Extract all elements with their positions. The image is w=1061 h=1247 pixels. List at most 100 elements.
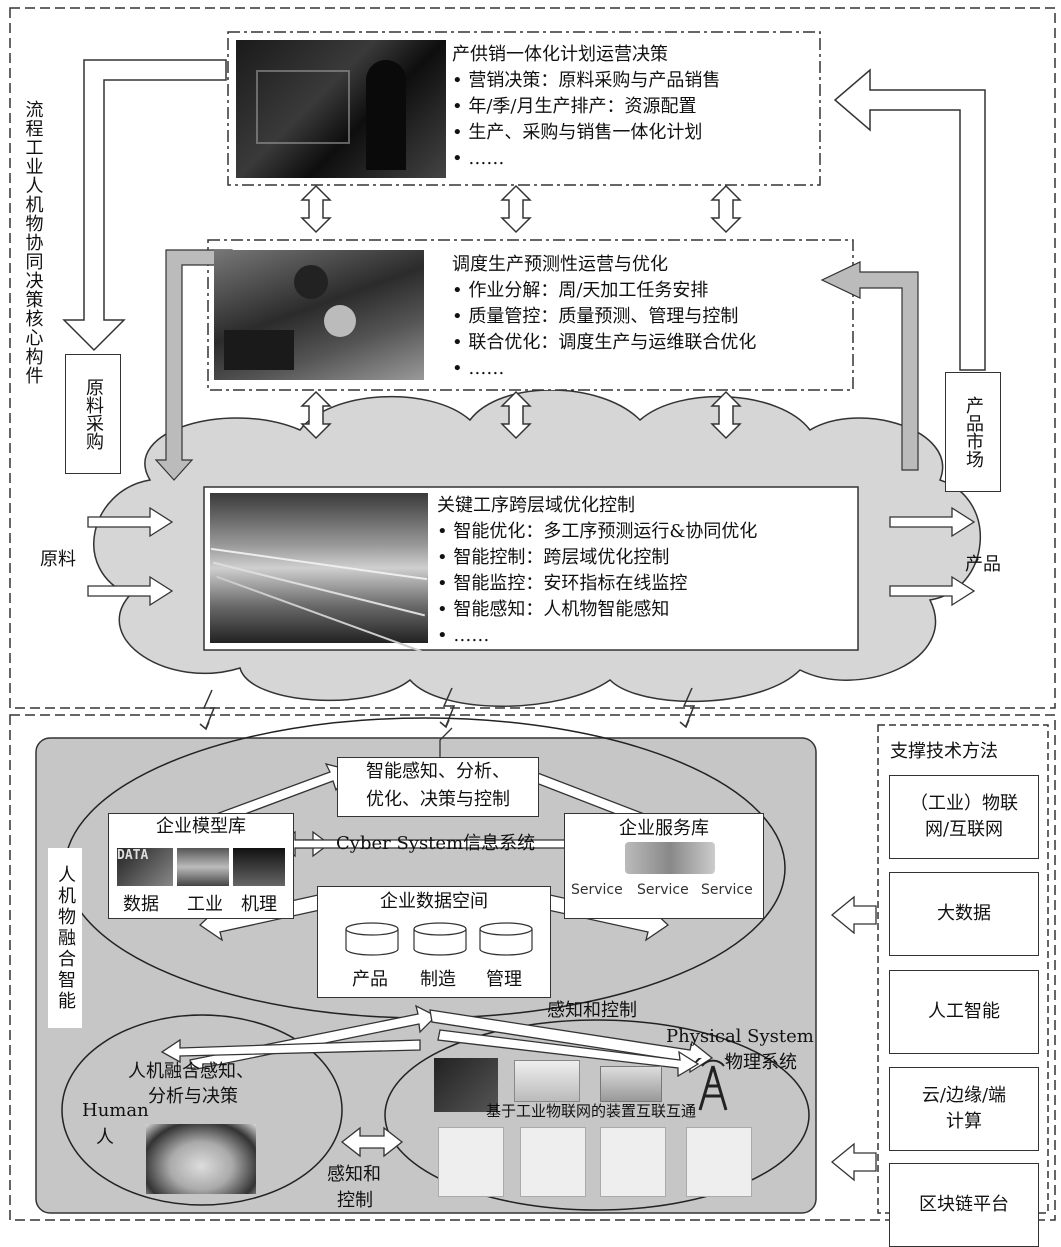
product-output-arrows — [889, 506, 976, 607]
tech-item-line: 区块链平台 — [919, 1194, 1009, 1215]
human-cn-label: 人 — [96, 1127, 114, 1148]
sense-control-label-1: 感知和控制 — [547, 1000, 637, 1021]
data-space-item: 产品 — [352, 969, 388, 990]
plan-box-title: 产供销一体化计划运营决策 — [452, 44, 668, 65]
top-panel-frame — [9, 7, 1056, 709]
database-icons — [345, 922, 533, 956]
lightning-icons — [199, 687, 696, 731]
sense-control-label-2b: 控制 — [337, 1190, 373, 1211]
service-item: Service — [701, 882, 753, 898]
physical-ellipse — [384, 1019, 810, 1211]
data-space-item: 管理 — [486, 969, 522, 990]
schedule-box-line: • 作业分解：周/天加工任务安排 — [452, 280, 709, 301]
updown-arrows-1 — [300, 184, 742, 234]
product-label: 产品 — [965, 554, 1001, 575]
iot-board-image — [434, 1058, 498, 1112]
tech-item-line: 计算 — [946, 1111, 982, 1132]
service-figures-image — [625, 842, 715, 874]
tech-item-iot: （工业）物联 网/互联网 — [889, 775, 1039, 859]
data-space-box: 企业数据空间 产品 制造 管理 — [317, 886, 551, 998]
raw-material-label: 原料 — [40, 549, 76, 570]
model-lib-box: 企业模型库 DATA 数据 工业 机理 — [108, 813, 294, 919]
model-lib-title: 企业模型库 — [156, 816, 246, 837]
schedule-box-line: • 质量管控：质量预测、管理与控制 — [452, 306, 739, 327]
device-drawing-2 — [520, 1127, 586, 1197]
tech-arrows — [830, 895, 877, 1182]
antenna-icon — [695, 1058, 731, 1111]
control-box-text: 关键工序跨层域优化控制 • 智能优化：多工序预测运行&协同优化 • 智能控制：跨… — [437, 493, 757, 649]
human-fusion-line1: 人机融合感知、 — [128, 1061, 254, 1082]
device-drawing-3 — [600, 1127, 666, 1197]
updown-arrows-2 — [300, 390, 742, 440]
product-market-label: 产品市场 — [963, 396, 984, 468]
control-photo — [210, 493, 428, 653]
smart-link-line — [439, 727, 453, 758]
control-box-line: • 智能优化：多工序预测运行&协同优化 — [437, 521, 758, 542]
grey-arrow-right — [820, 261, 919, 471]
control-box-line: • 智能控制：跨层域优化控制 — [437, 547, 670, 568]
grey-arrow-left — [154, 249, 233, 481]
product-market-box: 产品市场 — [945, 372, 1001, 492]
bottom-panel-frame — [9, 714, 1056, 1221]
physical-label-en: Physical System — [666, 1026, 814, 1047]
device-drawing-1 — [438, 1127, 504, 1197]
tech-item-line: （工业）物联 — [910, 793, 1018, 814]
industry-image — [177, 848, 229, 886]
gateway-image — [600, 1066, 662, 1102]
model-item: 机理 — [241, 894, 277, 915]
schedule-box-title: 调度生产预测性运营与优化 — [452, 254, 668, 275]
tech-item-line: 大数据 — [937, 903, 991, 924]
sense-control-label-2a: 感知和 — [327, 1164, 381, 1185]
tech-panel-title: 支撑技术方法 — [890, 741, 998, 762]
human-physical-arrow — [340, 1126, 404, 1158]
data-image-text: DATA — [117, 848, 149, 863]
human-fusion-line2: 分析与决策 — [148, 1086, 238, 1107]
side-title-top: 流程工业人机物协同决策核心构件 — [22, 100, 44, 390]
schedule-box-text: 调度生产预测性运营与优化 • 作业分解：周/天加工任务安排 • 质量管控：质量预… — [452, 252, 756, 382]
tech-item-line: 人工智能 — [928, 1001, 1000, 1022]
plan-box-line: • 营销决策：原料采购与产品销售 — [452, 70, 721, 91]
raw-purchase-label: 原料采购 — [83, 378, 104, 450]
data-space-title: 企业数据空间 — [380, 891, 488, 912]
fusion-side-title-box: 人机物融合智能 — [48, 848, 82, 1028]
sense-control-arrows — [160, 1004, 714, 1078]
smart-box: 智能感知、分析、 优化、决策与控制 — [337, 757, 539, 817]
tech-item-ai: 人工智能 — [889, 970, 1039, 1054]
fusion-side-title: 人机物融合智能 — [55, 864, 76, 1012]
plan-box-line: • 生产、采购与销售一体化计划 — [452, 122, 703, 143]
data-image: DATA — [117, 848, 173, 886]
service-lib-box: 企业服务库 Service Service Service — [564, 813, 764, 919]
raw-purchase-box: 原料采购 — [65, 354, 121, 474]
tech-item-line: 网/互联网 — [924, 819, 1004, 840]
service-item: Service — [571, 882, 623, 898]
iot-label: 基于工业物联网的装置互联互通 — [486, 1102, 697, 1120]
schedule-box-line: • …… — [452, 358, 505, 379]
plan-box-text: 产供销一体化计划运营决策 • 营销决策：原料采购与产品销售 • 年/季/月生产排… — [452, 42, 720, 172]
side-title-text: 流程工业人机物协同决策核心构件 — [22, 100, 44, 385]
cyber-label: Cyber System信息系统 — [336, 833, 536, 854]
schedule-photo — [214, 250, 424, 380]
control-box-line: • 智能感知：人机物智能感知 — [437, 599, 670, 620]
control-box-line: • …… — [437, 625, 490, 646]
human-en-label: Human — [82, 1100, 149, 1121]
tech-item-bigdata: 大数据 — [889, 872, 1039, 956]
tech-item-blockchain: 区块链平台 — [889, 1163, 1039, 1247]
sensor-image — [514, 1060, 580, 1102]
model-item: 工业 — [187, 894, 223, 915]
arrow-up-product-market — [833, 68, 986, 371]
tech-item-cloud: 云/边缘/端 计算 — [889, 1067, 1039, 1151]
physical-label-cn: 物理系统 — [725, 1052, 797, 1073]
arrow-down-raw-purchase — [62, 59, 227, 352]
smart-box-line: 智能感知、分析、 — [366, 761, 510, 782]
service-item: Service — [637, 882, 689, 898]
model-item: 数据 — [123, 894, 159, 915]
smart-box-line: 优化、决策与控制 — [366, 789, 510, 810]
data-space-item: 制造 — [420, 969, 456, 990]
control-box-title: 关键工序跨层域优化控制 — [437, 495, 635, 516]
service-lib-title: 企业服务库 — [619, 818, 709, 839]
plan-box-line: • 年/季/月生产排产：资源配置 — [452, 96, 697, 117]
mechanism-image — [233, 848, 285, 886]
device-drawing-4 — [686, 1127, 752, 1197]
plan-photo — [236, 40, 446, 178]
tech-item-line: 云/边缘/端 — [921, 1085, 1007, 1106]
